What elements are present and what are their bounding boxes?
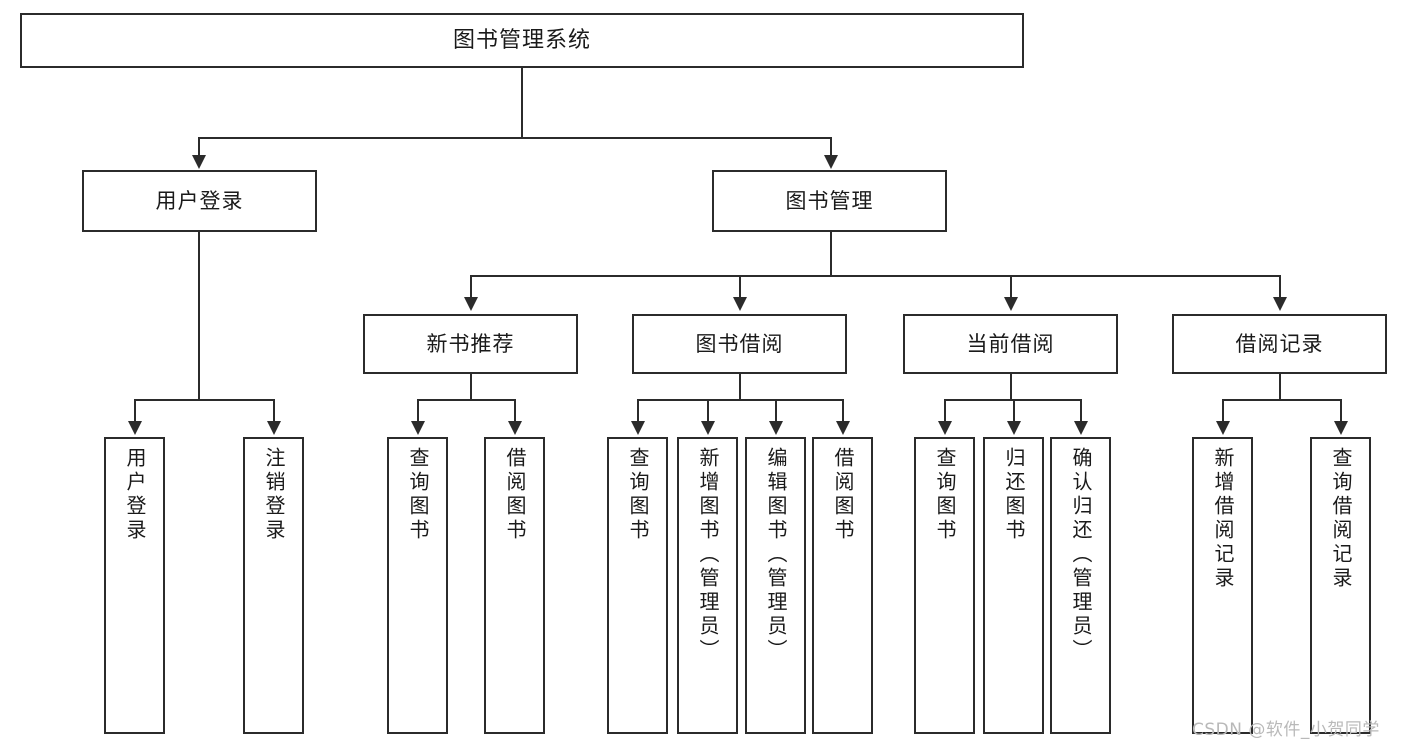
connector-root-stem [521, 68, 523, 138]
node-label: 编辑图书（管理员） [764, 447, 788, 663]
leaf-logout[interactable]: 注销登录 [243, 437, 304, 734]
leaf-add-borrow-record[interactable]: 新增借阅记录 [1192, 437, 1253, 734]
node-label: 图书借阅 [695, 331, 784, 356]
arrow-to-book-borrow [733, 297, 747, 311]
node-label: 新增借阅记录 [1211, 447, 1235, 591]
node-book-management[interactable]: 图书管理 [712, 170, 947, 232]
leaf-add-book-admin[interactable]: 新增图书（管理员） [677, 437, 738, 734]
node-root-system[interactable]: 图书管理系统 [20, 13, 1024, 68]
connector-bookborrow-drop-3 [775, 399, 777, 423]
node-label: 用户登录 [155, 188, 244, 213]
arrow-to-leaf-return-book [1007, 421, 1021, 435]
connector-borrowrecord-stem [1279, 374, 1281, 400]
leaf-return-book[interactable]: 归还图书 [983, 437, 1044, 734]
node-borrow-record[interactable]: 借阅记录 [1172, 314, 1387, 374]
connector-level1-drop-user [198, 137, 200, 157]
connector-currentborrow-drop-1 [944, 399, 946, 423]
arrow-to-leaf-add-book [701, 421, 715, 435]
connector-level2-drop-2 [739, 275, 741, 299]
leaf-edit-book-admin[interactable]: 编辑图书（管理员） [745, 437, 806, 734]
connector-newbook-bus [417, 399, 515, 401]
arrow-to-leaf-edit-book [769, 421, 783, 435]
node-label: 归还图书 [1002, 447, 1026, 543]
connector-userlogin-bus [134, 399, 274, 401]
arrow-to-user-login [192, 155, 206, 169]
connector-bookborrow-drop-2 [707, 399, 709, 423]
arrow-to-leaf-borrow-book-1 [508, 421, 522, 435]
node-label: 借阅图书 [503, 447, 527, 543]
leaf-borrow-book-newbook[interactable]: 借阅图书 [484, 437, 545, 734]
connector-newbook-drop-2 [514, 399, 516, 423]
connector-level2-drop-1 [470, 275, 472, 299]
connector-borrowrecord-bus [1222, 399, 1341, 401]
leaf-query-borrow-record[interactable]: 查询借阅记录 [1310, 437, 1371, 734]
node-label: 查询借阅记录 [1329, 447, 1353, 591]
node-label: 当前借阅 [966, 331, 1055, 356]
connector-userlogin-stem [198, 232, 200, 400]
node-new-book-recommend[interactable]: 新书推荐 [363, 314, 578, 374]
connector-bookborrow-bus [637, 399, 843, 401]
node-label: 查询图书 [626, 447, 650, 543]
arrow-to-leaf-query-book-1 [411, 421, 425, 435]
node-label: 新增图书（管理员） [696, 447, 720, 663]
node-book-borrow[interactable]: 图书借阅 [632, 314, 847, 374]
connector-bookborrow-drop-4 [842, 399, 844, 423]
arrow-to-leaf-logout [267, 421, 281, 435]
node-label: 图书管理 [785, 188, 874, 213]
node-label: 借阅图书 [831, 447, 855, 543]
node-label: 确认归还（管理员） [1069, 447, 1093, 663]
connector-currentborrow-drop-3 [1080, 399, 1082, 423]
connector-level2-drop-3 [1010, 275, 1012, 299]
leaf-query-book-newbook[interactable]: 查询图书 [387, 437, 448, 734]
connector-userlogin-drop-2 [273, 399, 275, 423]
connector-level2-drop-4 [1279, 275, 1281, 299]
node-current-borrow[interactable]: 当前借阅 [903, 314, 1118, 374]
node-label: 借阅记录 [1235, 331, 1324, 356]
arrow-to-leaf-confirm-return [1074, 421, 1088, 435]
connector-newbook-stem [470, 374, 472, 400]
arrow-to-borrow-record [1273, 297, 1287, 311]
leaf-confirm-return-admin[interactable]: 确认归还（管理员） [1050, 437, 1111, 734]
connector-level1-bus [198, 137, 832, 139]
node-label: 图书管理系统 [452, 27, 591, 53]
arrow-to-current-borrow [1004, 297, 1018, 311]
node-label: 查询图书 [933, 447, 957, 543]
node-label: 查询图书 [406, 447, 430, 543]
connector-bookmgmt-stem [830, 232, 832, 276]
leaf-borrow-book[interactable]: 借阅图书 [812, 437, 873, 734]
connector-bookborrow-stem [739, 374, 741, 400]
connector-level2-bus [470, 275, 1280, 277]
csdn-watermark: CSDN @软件_小贺同学 [1192, 720, 1380, 740]
node-label: 新书推荐 [426, 331, 515, 356]
arrow-to-leaf-user-login [128, 421, 142, 435]
connector-userlogin-drop-1 [134, 399, 136, 423]
arrow-to-book-manage [824, 155, 838, 169]
leaf-query-book-borrow[interactable]: 查询图书 [607, 437, 668, 734]
arrow-to-leaf-borrow-book-2 [836, 421, 850, 435]
connector-newbook-drop-1 [417, 399, 419, 423]
connector-currentborrow-stem [1010, 374, 1012, 400]
connector-borrowrecord-drop-2 [1340, 399, 1342, 423]
leaf-query-book-current[interactable]: 查询图书 [914, 437, 975, 734]
arrow-to-new-book-rec [464, 297, 478, 311]
node-label: 注销登录 [262, 447, 286, 543]
arrow-to-leaf-add-record [1216, 421, 1230, 435]
arrow-to-leaf-query-book-3 [938, 421, 952, 435]
connector-currentborrow-bus [944, 399, 1081, 401]
connector-currentborrow-drop-2 [1013, 399, 1015, 423]
connector-level1-drop-book [830, 137, 832, 157]
connector-bookborrow-drop-1 [637, 399, 639, 423]
leaf-user-login[interactable]: 用户登录 [104, 437, 165, 734]
connector-borrowrecord-drop-1 [1222, 399, 1224, 423]
node-user-login[interactable]: 用户登录 [82, 170, 317, 232]
arrow-to-leaf-query-record [1334, 421, 1348, 435]
node-label: 用户登录 [123, 447, 147, 543]
arrow-to-leaf-query-book-2 [631, 421, 645, 435]
